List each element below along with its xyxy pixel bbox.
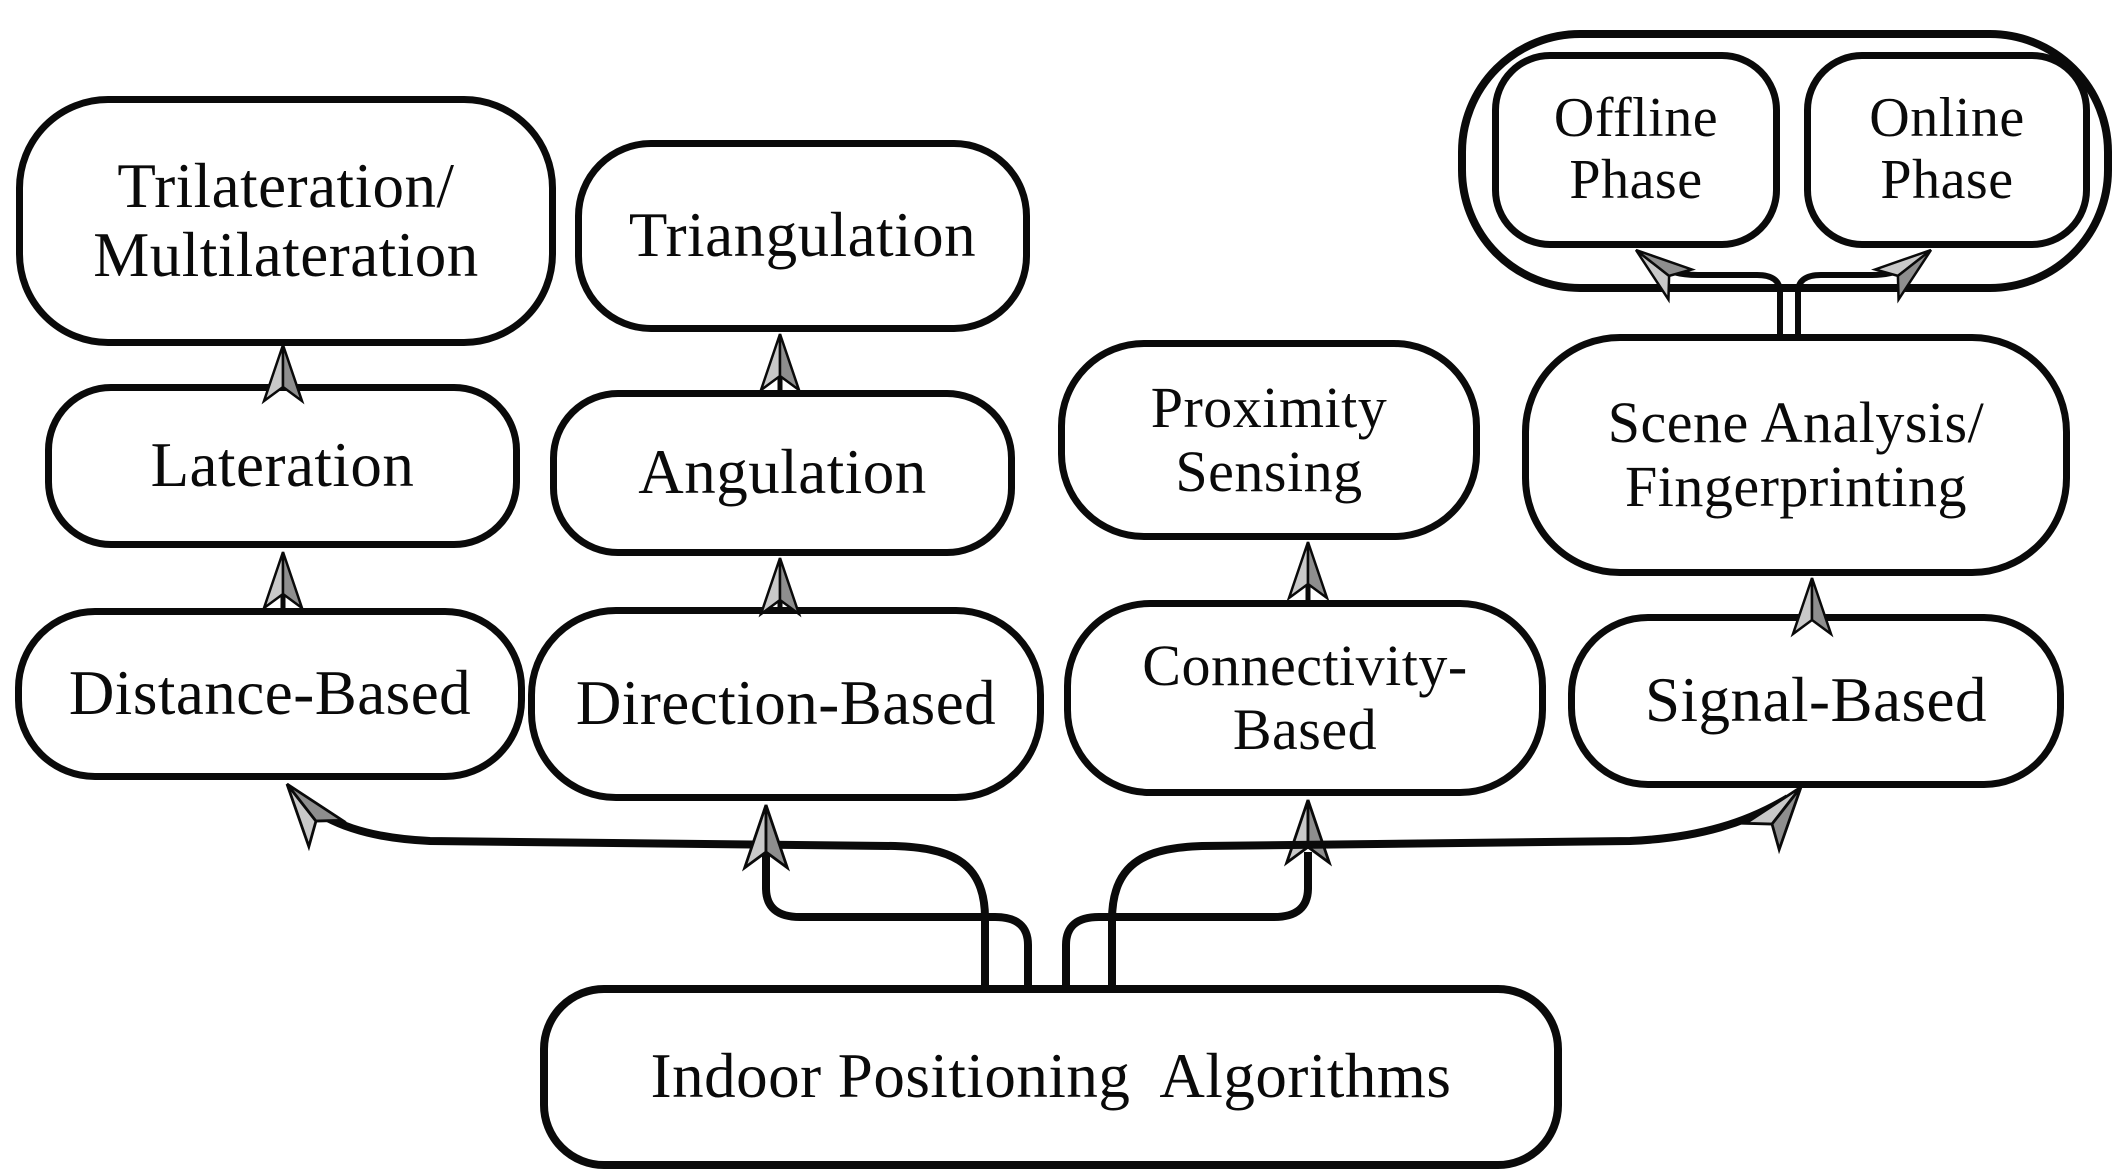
node-direction-based: Direction-Based	[528, 607, 1044, 801]
node-trilateration-multilateration: Trilateration/ Multilateration	[16, 96, 556, 346]
arrowhead-icon	[285, 782, 347, 852]
node-angulation: Angulation	[550, 390, 1015, 556]
edge-root-signal	[1108, 794, 1791, 985]
node-label: Sensing	[1175, 439, 1363, 504]
node-label: Based	[1232, 697, 1378, 762]
node-label: Indoor Positioning Algorithms	[650, 1041, 1452, 1112]
node-online-phase: Online Phase	[1804, 52, 2090, 248]
node-label: Multilateration	[93, 220, 479, 290]
node-label: Direction-Based	[575, 668, 997, 739]
node-distance-based: Distance-Based	[15, 608, 525, 780]
node-label: Distance-Based	[68, 658, 472, 729]
node-connectivity-based: Connectivity- Based	[1064, 600, 1546, 796]
node-label: Scene Analysis/	[1607, 390, 1985, 456]
arrowhead-icon	[261, 551, 305, 612]
node-triangulation: Triangulation	[575, 140, 1030, 332]
node-label: Trilateration/	[117, 150, 455, 221]
arrowhead-icon	[758, 333, 802, 394]
edge-root-connectivity	[1062, 852, 1312, 985]
node-label: Fingerprinting	[1624, 454, 1968, 519]
node-signal-based: Signal-Based	[1568, 614, 2064, 788]
edge-root-direction	[762, 852, 1032, 985]
arrowhead-icon	[741, 804, 791, 872]
edge-root-distance	[299, 798, 989, 985]
arrowhead-icon	[1283, 799, 1333, 867]
node-offline-phase: Offline Phase	[1492, 52, 1780, 248]
node-indoor-positioning-algorithms: Indoor Positioning Algorithms	[540, 985, 1562, 1169]
node-label: Phase	[1569, 149, 1703, 211]
node-label: Phase	[1880, 149, 2014, 211]
node-label: Triangulation	[628, 200, 977, 271]
node-scene-analysis-fingerprinting: Scene Analysis/ Fingerprinting	[1522, 334, 2070, 576]
node-label: Angulation	[638, 437, 927, 508]
node-proximity-sensing: Proximity Sensing	[1058, 340, 1480, 540]
node-label: Proximity	[1150, 375, 1388, 441]
node-label: Connectivity-	[1142, 633, 1468, 699]
node-label: Offline	[1553, 87, 1719, 150]
node-lateration: Lateration	[45, 384, 520, 548]
arrowhead-icon	[758, 557, 802, 618]
node-label: Signal-Based	[1645, 665, 1987, 736]
node-label: Online	[1869, 87, 2025, 150]
node-label: Lateration	[150, 430, 415, 501]
arrowhead-icon	[1286, 541, 1330, 602]
